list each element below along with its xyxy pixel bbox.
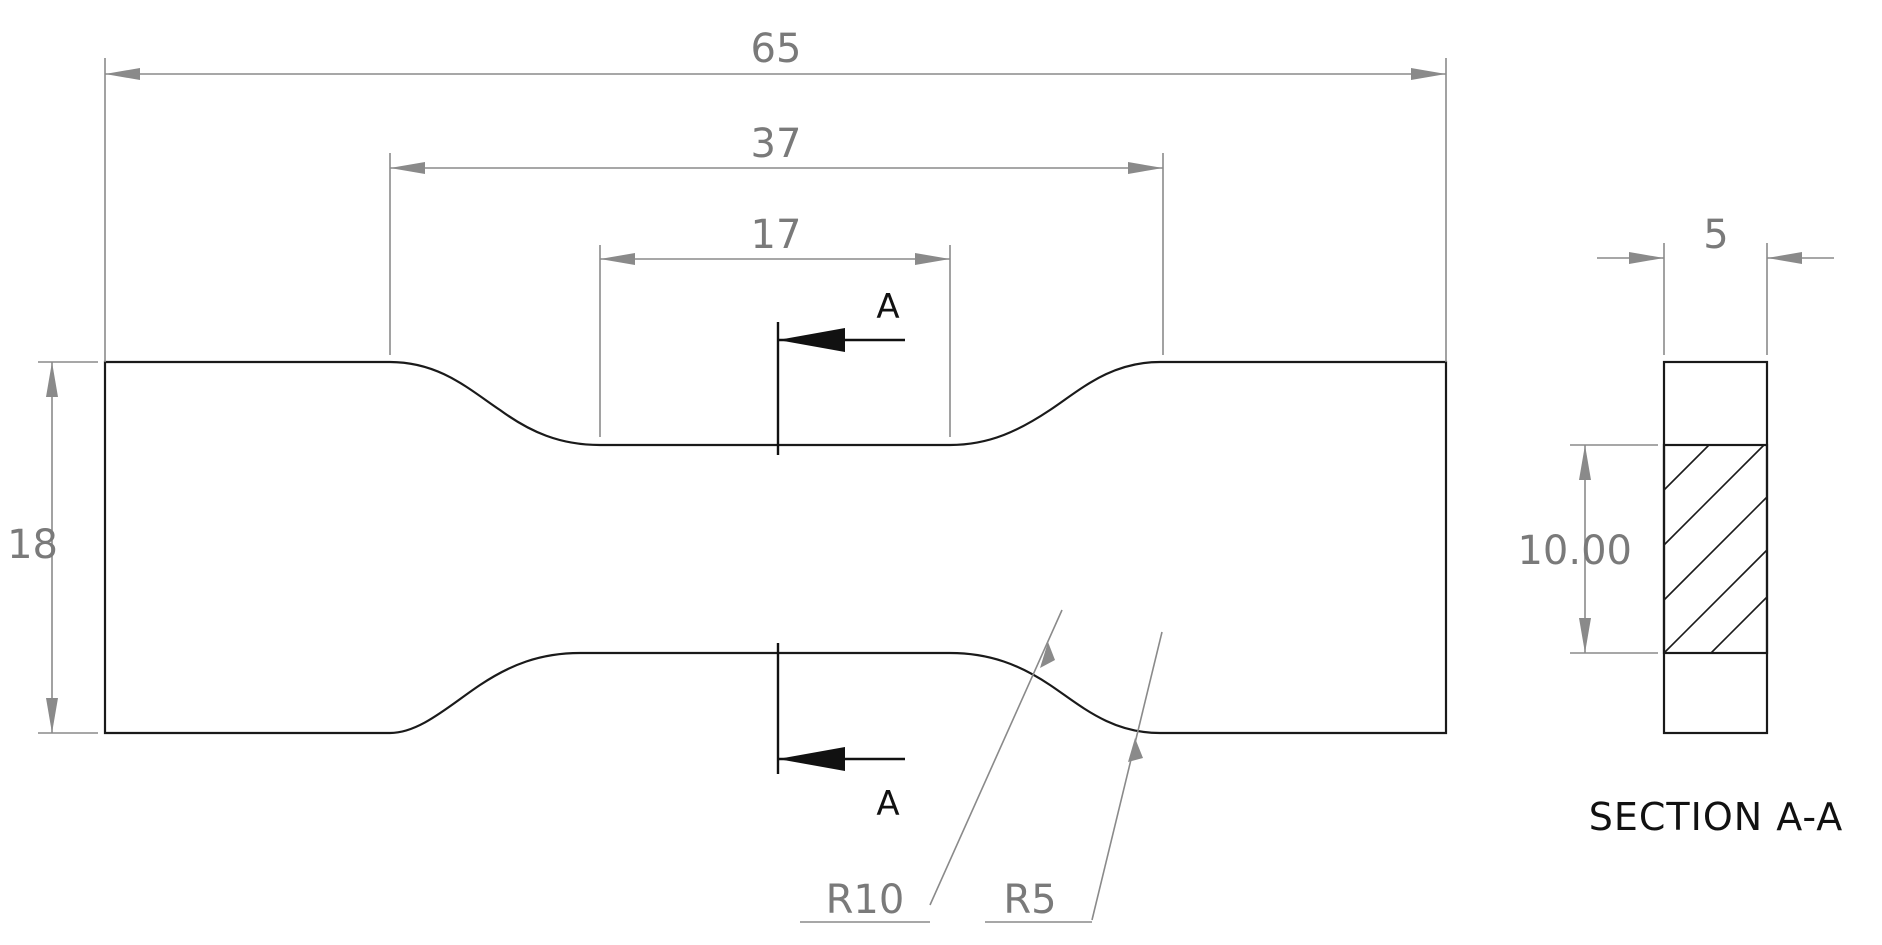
- radius-small-label: R5: [1003, 877, 1056, 923]
- section-cut-bottom: A: [776, 643, 905, 824]
- section-hatching: [1663, 444, 1768, 654]
- radius-leader-small: R5: [985, 631, 1163, 923]
- radius-large-label: R10: [826, 877, 905, 923]
- thickness-label: 5: [1703, 212, 1728, 258]
- overall-length-label: 65: [751, 26, 802, 72]
- gauge-width-label: 10.00: [1517, 528, 1632, 574]
- section-hatched-area: [1662, 443, 1769, 655]
- section-view: 5 10.00 SECTION A-A: [1517, 212, 1844, 839]
- dimension-thickness: 5: [1597, 212, 1834, 355]
- radius-leader-large: R10: [800, 609, 1063, 923]
- cut-label-bottom: A: [876, 784, 899, 824]
- dimension-grip-span: 37: [389, 121, 1164, 355]
- overall-width-label: 18: [7, 522, 58, 568]
- dimension-overall-length: 65: [104, 26, 1447, 362]
- dimension-gauge-length: 17: [599, 212, 951, 437]
- section-title: SECTION A-A: [1589, 795, 1844, 839]
- section-cut-top: A: [776, 287, 905, 455]
- specimen-outline: [103, 360, 1448, 735]
- cut-label-top: A: [876, 287, 899, 327]
- dimension-gauge-width: 10.00: [1517, 444, 1658, 654]
- dimension-overall-width: 18: [7, 361, 98, 734]
- gauge-length-label: 17: [751, 212, 802, 258]
- grip-span-label: 37: [751, 121, 802, 167]
